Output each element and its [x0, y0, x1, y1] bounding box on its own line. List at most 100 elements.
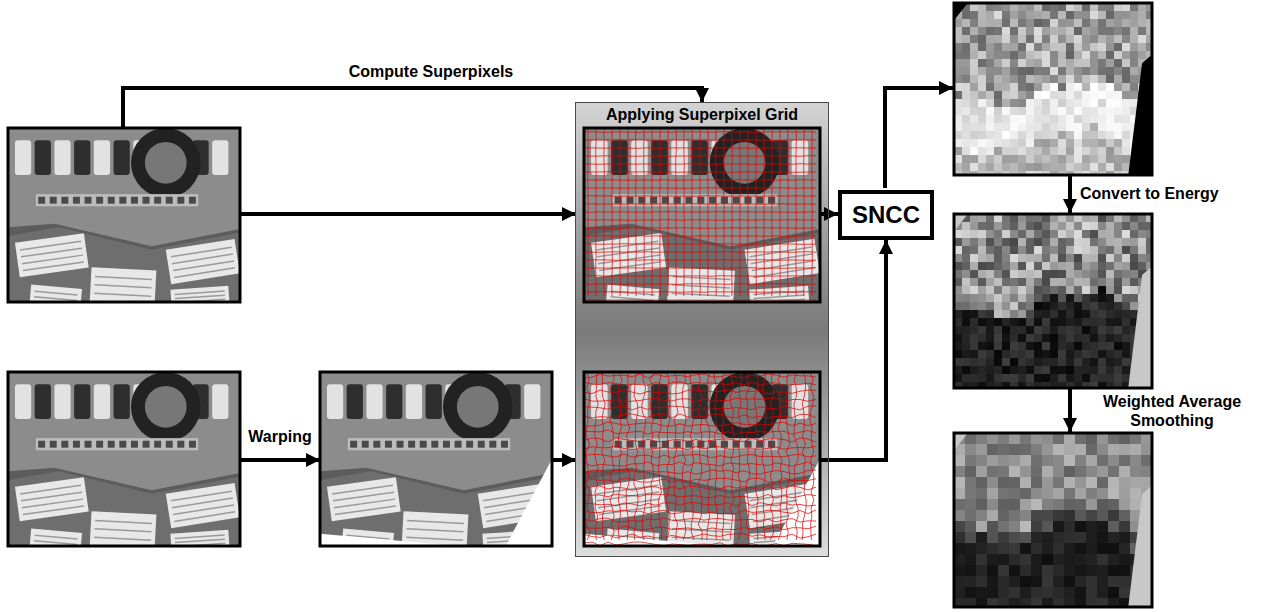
texture-cell [1026, 262, 1035, 271]
paper [166, 483, 240, 528]
texture-cell [1075, 532, 1087, 544]
texture-cell [1050, 83, 1059, 92]
texture-cell [1130, 455, 1142, 467]
texture-cell [1034, 51, 1043, 60]
texture-cell [1066, 27, 1075, 36]
texture-cell [1097, 521, 1109, 533]
texture-cell [994, 27, 1003, 36]
superpixel-grid [584, 422, 816, 426]
texture-cell [1042, 91, 1051, 100]
texture-cell [1058, 35, 1067, 44]
strip-mark [154, 441, 161, 448]
texture-cell [1114, 262, 1123, 271]
texture-cell [1074, 342, 1083, 351]
texture-cell [1042, 350, 1051, 359]
texture-cell [986, 43, 995, 52]
texture-cell [994, 11, 1003, 20]
texture-cell [978, 67, 987, 76]
texture-cell [1031, 477, 1043, 489]
texture-cell [1122, 123, 1131, 132]
texture-cell [1026, 131, 1035, 140]
texture-cell [1098, 83, 1107, 92]
texture-cell [1114, 59, 1123, 68]
paper-line [95, 276, 152, 280]
texture-cell [976, 477, 988, 489]
texture-cell [1042, 51, 1051, 60]
strip-mark [73, 441, 80, 448]
texture-cell [1042, 374, 1051, 383]
texture-cell [970, 139, 979, 148]
texture-cell [1075, 543, 1087, 555]
texture-cell [994, 270, 1003, 279]
texture-cell [1098, 35, 1107, 44]
texture-cell [1050, 99, 1059, 108]
texture-cell [1034, 35, 1043, 44]
texture-cell [1009, 543, 1021, 555]
texture-cell [1122, 115, 1131, 124]
texture-cell [978, 27, 987, 36]
texture-cell [1097, 499, 1109, 511]
texture-cell [1010, 310, 1019, 319]
texture-cell [1042, 35, 1051, 44]
texture-cell [1122, 147, 1131, 156]
superpixel-grid [584, 283, 816, 285]
texture-cell [1074, 222, 1083, 231]
texture-cell [1042, 532, 1054, 544]
texture-cell [1097, 466, 1109, 478]
superpixel-grid [584, 211, 816, 213]
superpixel-grid [584, 219, 816, 221]
texture-cell [1010, 294, 1019, 303]
texture-cell [1122, 302, 1131, 311]
texture-cell [986, 326, 995, 335]
texture-cell [978, 99, 987, 108]
texture-cell [962, 358, 971, 367]
emblem [443, 372, 513, 442]
texture-cell [962, 350, 971, 359]
strip-mark [85, 197, 92, 204]
banner-letter [74, 384, 90, 419]
texture-cell [962, 67, 971, 76]
texture-cell [970, 155, 979, 164]
texture-cell [1034, 59, 1043, 68]
texture-cell [1010, 302, 1019, 311]
texture-cell [1098, 318, 1107, 327]
banner-letter [792, 384, 809, 419]
texture-cell [1058, 83, 1067, 92]
texture-cell [1106, 107, 1115, 116]
texture-cell [1042, 310, 1051, 319]
texture-cell [1090, 147, 1099, 156]
texture-cell [976, 565, 988, 577]
texture-cell [1034, 75, 1043, 84]
texture-cell [1090, 350, 1099, 359]
texture-cell [1042, 554, 1054, 566]
texture-cell [962, 115, 971, 124]
texture-cell [1058, 107, 1067, 116]
texture-cell [987, 543, 999, 555]
texture-cell [1034, 230, 1043, 239]
superpixel-grid [584, 267, 816, 269]
texture-cell [1066, 11, 1075, 20]
texture-cell [1053, 532, 1065, 544]
texture-cell [1050, 294, 1059, 303]
texture-cell [1064, 466, 1076, 478]
paper [401, 511, 468, 546]
texture-cell [1075, 477, 1087, 489]
texture-cell [1031, 532, 1043, 544]
banner-letter [426, 384, 442, 419]
texture-cell [986, 302, 995, 311]
texture-cell [1058, 139, 1067, 148]
texture-cell [1114, 230, 1123, 239]
texture-cell [1122, 366, 1131, 375]
texture-cell [1050, 19, 1059, 28]
texture-cell [1098, 139, 1107, 148]
texture-cell [1138, 238, 1147, 247]
texture-cell [1114, 75, 1123, 84]
texture-cell [1098, 294, 1107, 303]
texture-cell [986, 75, 995, 84]
texture-cell [987, 499, 999, 511]
texture-cell [1026, 147, 1035, 156]
texture-cell [954, 576, 966, 588]
texture-cell [1138, 43, 1147, 52]
texture-cell [1097, 433, 1109, 445]
texture-cell [1114, 310, 1123, 319]
